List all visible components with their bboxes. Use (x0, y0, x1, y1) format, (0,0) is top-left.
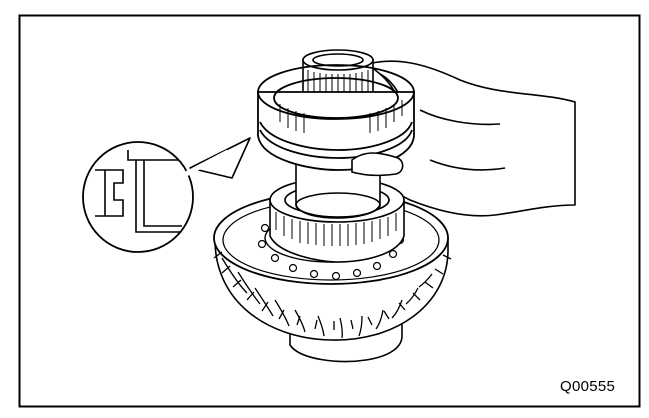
section-detail-icon (82, 137, 251, 253)
shift-sleeve-icon (257, 64, 415, 171)
figure-border (18, 14, 641, 408)
thumb-icon (351, 152, 404, 177)
figure-code: Q00555 (560, 378, 616, 395)
